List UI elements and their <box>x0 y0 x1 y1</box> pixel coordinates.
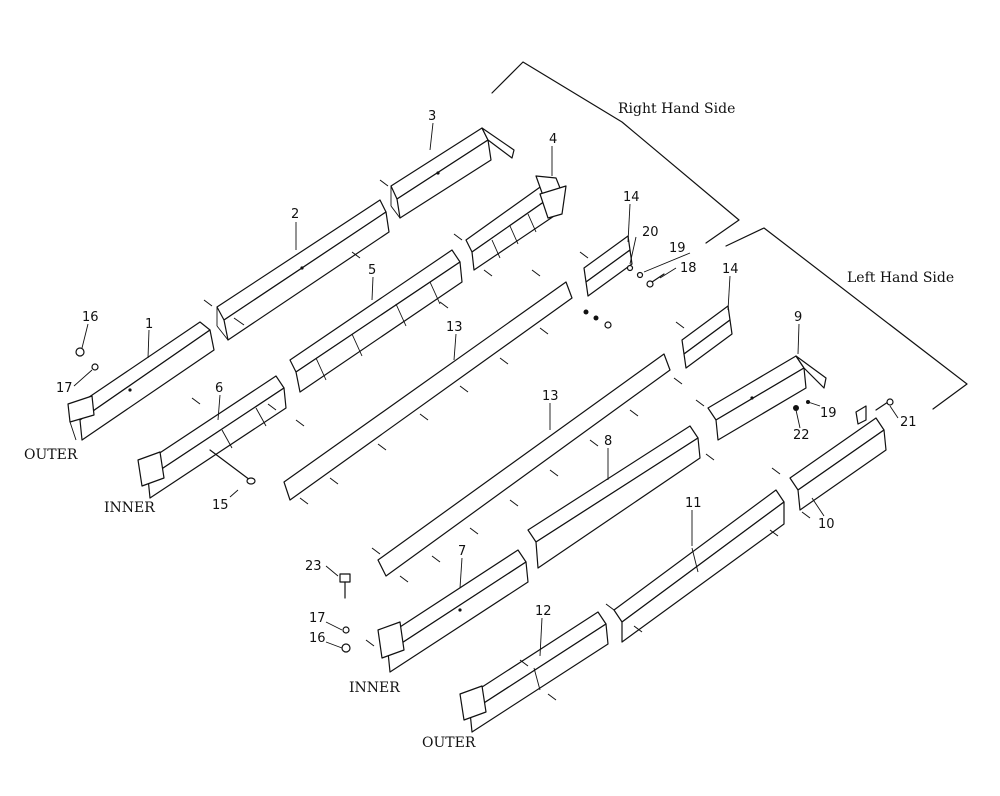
part-19-washer-right <box>636 271 644 279</box>
callout-20: 20 <box>642 225 659 240</box>
inner-label-bottom: INNER <box>349 680 400 696</box>
callout-18: 18 <box>680 261 697 276</box>
callout-16-bottom: 16 <box>309 631 326 646</box>
part-17-washer-top <box>91 363 99 371</box>
callout-8: 8 <box>604 434 612 449</box>
part-21-bolt <box>875 398 894 411</box>
part-5-bracket-rail <box>289 249 463 393</box>
callout-15: 15 <box>212 498 229 513</box>
right-hand-side-label: Right Hand Side <box>618 101 735 117</box>
part-23-bolt <box>339 573 351 599</box>
callout-13-lower: 13 <box>542 389 559 404</box>
part-1-rail <box>67 321 215 441</box>
callout-5: 5 <box>368 263 376 278</box>
part-16-nut-bottom <box>341 643 351 653</box>
part-14-bracket-right <box>583 235 633 297</box>
callout-13-upper: 13 <box>446 320 463 335</box>
part-10-rail <box>789 405 887 511</box>
callout-4: 4 <box>549 132 557 147</box>
callout-21: 21 <box>900 415 917 430</box>
outer-label-top: OUTER <box>24 447 78 463</box>
part-17-washer-bottom <box>342 626 350 634</box>
part-9-rail <box>707 355 827 441</box>
part-8-rail <box>527 425 701 569</box>
outer-label-bottom: OUTER <box>422 735 476 751</box>
part-18-bolt <box>646 273 665 288</box>
callout-6: 6 <box>215 381 223 396</box>
callout-1: 1 <box>145 317 153 332</box>
part-13-plate-upper <box>283 281 573 501</box>
callout-14-left: 14 <box>722 262 739 277</box>
part-15-pin <box>209 449 256 485</box>
part-14-bracket-left <box>681 305 733 369</box>
callout-22: 22 <box>793 428 810 443</box>
callout-16-top: 16 <box>82 310 99 325</box>
callout-labels: 1 2 3 4 5 6 7 8 9 10 11 12 13 13 14 14 1… <box>56 109 917 646</box>
part-22-nut <box>793 405 799 411</box>
callout-17-top: 17 <box>56 381 73 396</box>
part-6-inner-rail <box>137 375 287 499</box>
part-4-bracket-rail <box>465 175 567 271</box>
callout-19-right: 19 <box>669 241 686 256</box>
callout-11: 11 <box>685 496 702 511</box>
left-side-boundary <box>725 227 968 410</box>
part-11-rail <box>613 489 785 643</box>
part-13-plate-lower <box>377 353 671 577</box>
hardware-stack-plate <box>583 309 612 329</box>
callout-2: 2 <box>291 207 299 222</box>
alignment-lines <box>191 179 811 701</box>
part-2-rail <box>216 199 390 341</box>
part-20-washer <box>626 264 634 272</box>
inner-label-top: INNER <box>104 500 155 516</box>
callout-17-bottom: 17 <box>309 611 326 626</box>
part-16-nut-top <box>75 347 85 357</box>
callout-12: 12 <box>535 604 552 619</box>
leader-lines <box>73 122 899 657</box>
part-12-outer-rail <box>459 611 609 733</box>
callout-23: 23 <box>305 559 322 574</box>
callout-10: 10 <box>818 517 835 532</box>
callout-14-right: 14 <box>623 190 640 205</box>
part-7-inner-rail <box>377 549 529 673</box>
part-3-rail <box>390 127 515 219</box>
left-hand-side-label: Left Hand Side <box>847 270 954 286</box>
callout-3: 3 <box>428 109 436 124</box>
callout-9: 9 <box>794 310 802 325</box>
right-side-boundary <box>491 61 740 244</box>
callout-7: 7 <box>458 544 466 559</box>
callout-19-left: 19 <box>820 406 837 421</box>
